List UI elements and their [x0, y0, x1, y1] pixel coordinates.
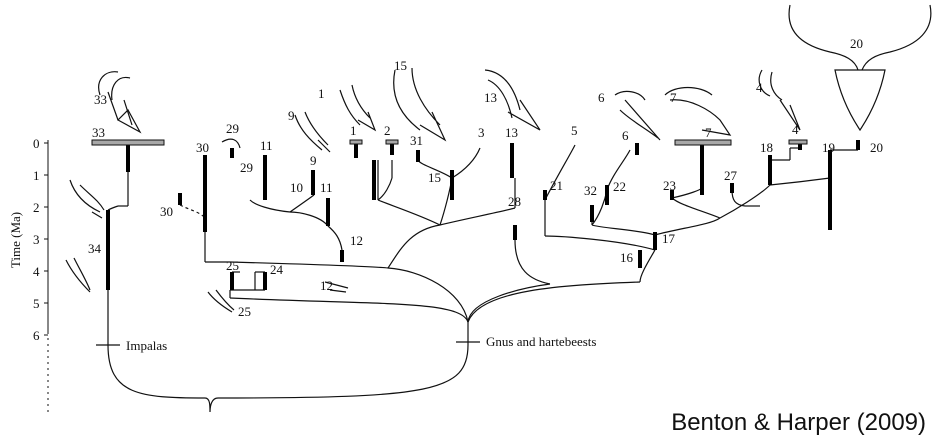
taxon-label: 21: [550, 178, 563, 193]
taxon-label: 4: [756, 80, 763, 95]
taxon-label: 31: [410, 133, 423, 148]
taxon-label: 11: [320, 180, 333, 195]
taxon-label: 25: [238, 304, 251, 319]
taxon-label: 30: [160, 204, 173, 219]
time-axis: 0 1 2 3 4 5 6 Time (Ma): [8, 136, 48, 415]
antelope-head-illustrations: [66, 5, 931, 312]
taxon-label: 19: [822, 140, 835, 155]
horn-icon-34: [66, 180, 104, 292]
taxon-label: 9: [310, 153, 317, 168]
axis-tick-label: 0: [33, 136, 40, 151]
taxon-label: 6: [622, 128, 629, 143]
horn-icon-8: [295, 112, 330, 152]
taxon-label: 25: [226, 258, 239, 273]
group-label-gnus: Gnus and hartebeests: [486, 334, 596, 349]
taxon-label: 13: [505, 125, 518, 140]
taxon-label: 22: [613, 179, 626, 194]
taxon-label: 20: [850, 36, 863, 51]
horn-icon-1: [340, 85, 375, 130]
taxon-label: 6: [598, 90, 605, 105]
horn-icon-29: [222, 139, 240, 148]
axis-tick-label: 6: [33, 328, 40, 343]
taxon-label: 33: [94, 92, 107, 107]
tree-branches: [96, 140, 858, 412]
axis-tick-label: 4: [33, 264, 40, 279]
taxon-label: 12: [320, 278, 333, 293]
horn-icon-4: [759, 70, 800, 130]
taxon-label: 34: [88, 241, 102, 256]
taxon-label: 28: [508, 194, 521, 209]
taxon-label: 18: [760, 140, 773, 155]
taxon-label: 30: [196, 140, 209, 155]
taxon-label: 13: [484, 90, 497, 105]
taxon-label: 10: [290, 180, 303, 195]
group-label-impalas: Impalas: [126, 338, 167, 353]
taxon-label: 4: [792, 122, 799, 137]
taxon-label: 11: [260, 138, 273, 153]
taxon-label: 3: [478, 125, 485, 140]
root-brace: [108, 345, 468, 412]
taxon-label: 5: [571, 123, 578, 138]
axis-tick-label: 5: [33, 296, 40, 311]
figure-credit: Benton & Harper (2009): [671, 409, 926, 437]
axis-tick-label: 1: [33, 168, 40, 183]
taxon-label: 33: [92, 125, 105, 140]
taxon-label: 7: [670, 90, 677, 105]
taxon-label: 1: [350, 123, 357, 138]
horn-icon-20: [789, 5, 931, 130]
horn-icon-15: [394, 68, 445, 140]
taxon-label: 24: [270, 262, 284, 277]
axis-tick-label: 2: [33, 200, 40, 215]
axis-tick-label: 3: [33, 232, 40, 247]
taxon-label: 15: [394, 58, 407, 73]
axis-title: Time (Ma): [8, 212, 23, 268]
taxon-label: 29: [240, 160, 253, 175]
taxon-label: 12: [350, 233, 363, 248]
taxon-label: 17: [662, 231, 676, 246]
taxon-labels: 33 33 34 30 30 29 29 11 9 9 10 11 12 12 …: [88, 36, 883, 319]
taxon-label: 9: [288, 108, 295, 123]
taxon-label: 27: [724, 168, 738, 183]
taxon-label: 15: [428, 170, 441, 185]
taxon-label: 29: [226, 121, 239, 136]
taxon-label: 1: [318, 86, 325, 101]
taxon-label: 23: [663, 178, 676, 193]
taxon-label: 20: [870, 140, 883, 155]
taxon-label: 16: [620, 250, 634, 265]
taxon-label: 32: [584, 183, 597, 198]
taxon-label: 2: [384, 123, 391, 138]
taxon-label: 7: [705, 125, 712, 140]
